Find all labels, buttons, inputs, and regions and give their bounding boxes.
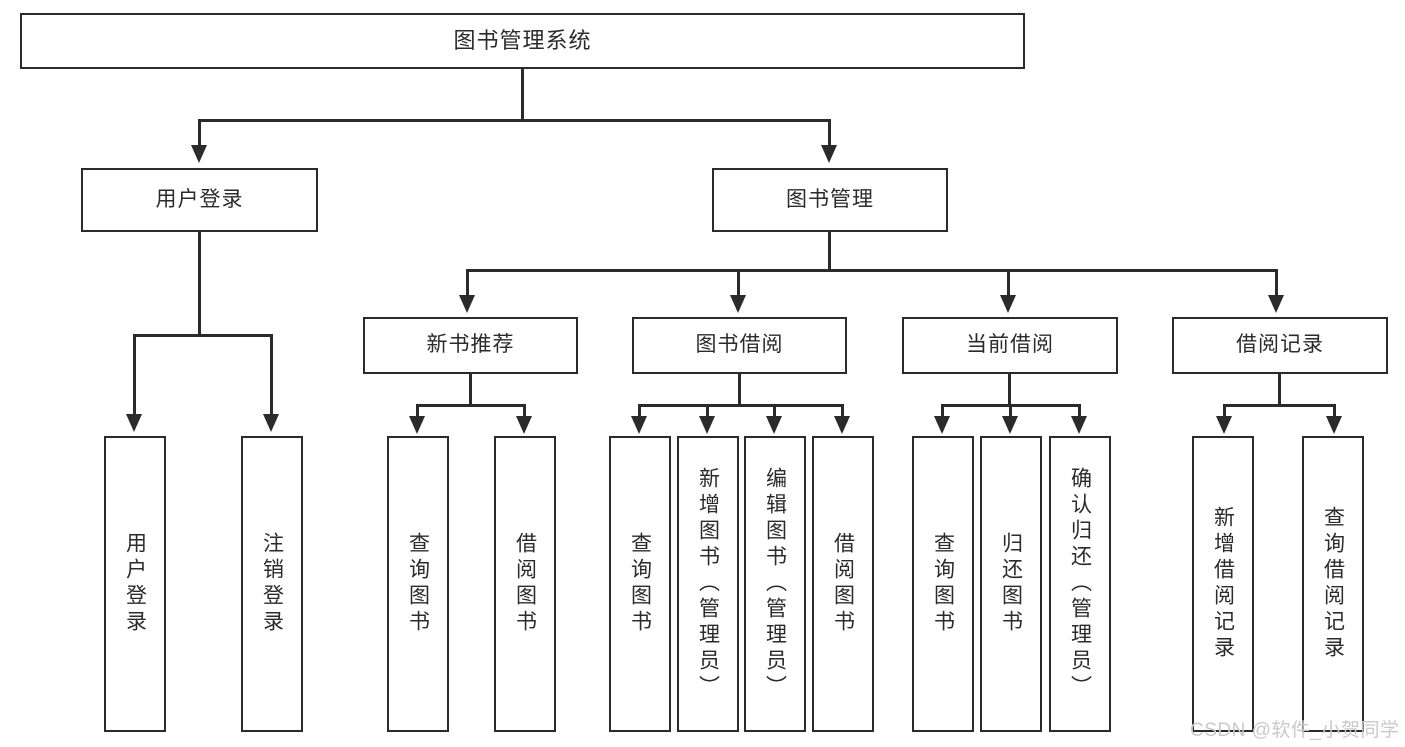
leaf-query-book-current[interactable]: 查询图书	[912, 436, 974, 732]
leaf-confirm-return-admin[interactable]: 确认归还（管理员）	[1049, 436, 1111, 732]
connector-to-leaf-edit-book	[773, 404, 776, 418]
connector-to-leaf-user-login	[133, 334, 136, 416]
node-label: 新增借阅记录	[1211, 506, 1235, 662]
csdn-watermark: CSDN @软件_小贺同学	[1190, 720, 1400, 741]
leaf-user-logout[interactable]: 注销登录	[241, 436, 303, 732]
arrowhead-leaf-user-login	[126, 414, 142, 432]
leaf-user-login[interactable]: 用户登录	[104, 436, 166, 732]
connector-to-leaf-add-record	[1223, 404, 1226, 418]
leaf-return-book[interactable]: 归还图书	[980, 436, 1042, 732]
arrowhead-leaf-return-book	[1002, 416, 1018, 434]
arrowhead-borrow-record	[1268, 295, 1284, 313]
connector-book-borrow-stem	[738, 374, 741, 407]
connector-to-leaf-borrow-book-1	[523, 404, 526, 418]
arrowhead-leaf-query-record	[1326, 416, 1342, 434]
connector-current-borrow-stem	[1008, 374, 1011, 407]
connector-user-login-bus	[133, 334, 273, 337]
node-root-system[interactable]: 图书管理系统	[20, 13, 1025, 69]
connector-root-stem	[521, 69, 524, 121]
node-label: 图书借阅	[695, 333, 784, 357]
node-label: 借阅记录	[1236, 333, 1324, 357]
arrowhead-leaf-query-book-2	[631, 416, 647, 434]
connector-to-leaf-query-book-2	[638, 404, 641, 418]
connector-to-current-borrow	[1007, 269, 1010, 297]
connector-to-leaf-query-book-1	[416, 404, 419, 418]
leaf-query-borrow-record[interactable]: 查询借阅记录	[1302, 436, 1364, 732]
leaf-add-book-admin[interactable]: 新增图书（管理员）	[677, 436, 739, 732]
node-label: 查询借阅记录	[1321, 506, 1345, 662]
node-label: 借阅图书	[831, 532, 855, 636]
node-label: 查询图书	[628, 532, 652, 636]
node-label: 图书管理系统	[453, 28, 592, 54]
connector-root-bus	[198, 119, 831, 122]
arrowhead-user-login	[191, 145, 207, 163]
arrowhead-leaf-add-book	[699, 416, 715, 434]
node-label: 用户登录	[155, 187, 244, 211]
leaf-add-borrow-record[interactable]: 新增借阅记录	[1192, 436, 1254, 732]
connector-to-book-borrow	[737, 269, 740, 297]
arrowhead-leaf-query-book-1	[409, 416, 425, 434]
leaf-borrow-book-borrow[interactable]: 借阅图书	[812, 436, 874, 732]
arrowhead-leaf-edit-book	[766, 416, 782, 434]
arrowhead-leaf-query-book-3	[934, 416, 950, 434]
arrowhead-book-borrow	[730, 295, 746, 313]
connector-new-book-rec-stem	[469, 374, 472, 407]
arrowhead-new-book-rec	[459, 295, 475, 313]
connector-to-leaf-return-book	[1009, 404, 1012, 418]
node-book-manage[interactable]: 图书管理	[712, 168, 948, 232]
connector-new-book-rec-bus	[416, 404, 526, 407]
node-book-borrow[interactable]: 图书借阅	[632, 317, 847, 374]
node-label: 查询图书	[931, 532, 955, 636]
connector-user-login-stem	[198, 232, 201, 336]
connector-borrow-record-bus	[1223, 404, 1336, 407]
node-user-login[interactable]: 用户登录	[81, 168, 318, 232]
connector-to-leaf-query-book-3	[941, 404, 944, 418]
arrowhead-leaf-add-record	[1216, 416, 1232, 434]
connector-root-to-book-manage	[828, 119, 831, 147]
node-current-borrow[interactable]: 当前借阅	[902, 317, 1118, 374]
node-label: 新书推荐	[426, 333, 515, 357]
connector-borrow-record-stem	[1278, 374, 1281, 407]
arrowhead-leaf-borrow-book-2	[834, 416, 850, 434]
leaf-edit-book-admin[interactable]: 编辑图书（管理员）	[744, 436, 806, 732]
node-label: 图书管理	[786, 187, 874, 211]
connector-to-leaf-borrow-book-2	[841, 404, 844, 418]
node-label: 归还图书	[999, 532, 1023, 636]
connector-book-manage-bus	[466, 269, 1278, 272]
connector-to-leaf-user-logout	[270, 334, 273, 416]
arrowhead-leaf-user-logout	[263, 414, 279, 432]
connector-to-leaf-query-record	[1333, 404, 1336, 418]
node-new-book-recommend[interactable]: 新书推荐	[363, 317, 578, 374]
node-borrow-record[interactable]: 借阅记录	[1172, 317, 1388, 374]
leaf-query-book-recommend[interactable]: 查询图书	[387, 436, 449, 732]
node-label: 查询图书	[406, 532, 430, 636]
connector-root-to-user-login	[198, 119, 201, 147]
arrowhead-leaf-borrow-book-1	[516, 416, 532, 434]
node-label: 用户登录	[123, 532, 147, 636]
connector-to-leaf-confirm-return	[1078, 404, 1081, 418]
node-label: 确认归还（管理员）	[1068, 467, 1092, 701]
connector-to-borrow-record	[1275, 269, 1278, 297]
leaf-query-book-borrow[interactable]: 查询图书	[609, 436, 671, 732]
connector-book-manage-stem	[828, 232, 831, 272]
node-label: 注销登录	[260, 532, 284, 636]
leaf-borrow-book-recommend[interactable]: 借阅图书	[494, 436, 556, 732]
node-label: 编辑图书（管理员）	[763, 467, 787, 701]
node-label: 借阅图书	[513, 532, 537, 636]
connector-to-leaf-add-book	[706, 404, 709, 418]
node-label: 当前借阅	[966, 333, 1054, 357]
arrowhead-leaf-confirm-return	[1071, 416, 1087, 434]
arrowhead-book-manage	[821, 145, 837, 163]
node-label: 新增图书（管理员）	[696, 467, 720, 701]
connector-book-borrow-bus	[638, 404, 844, 407]
arrowhead-current-borrow	[1000, 295, 1016, 313]
connector-to-new-book-rec	[466, 269, 469, 297]
